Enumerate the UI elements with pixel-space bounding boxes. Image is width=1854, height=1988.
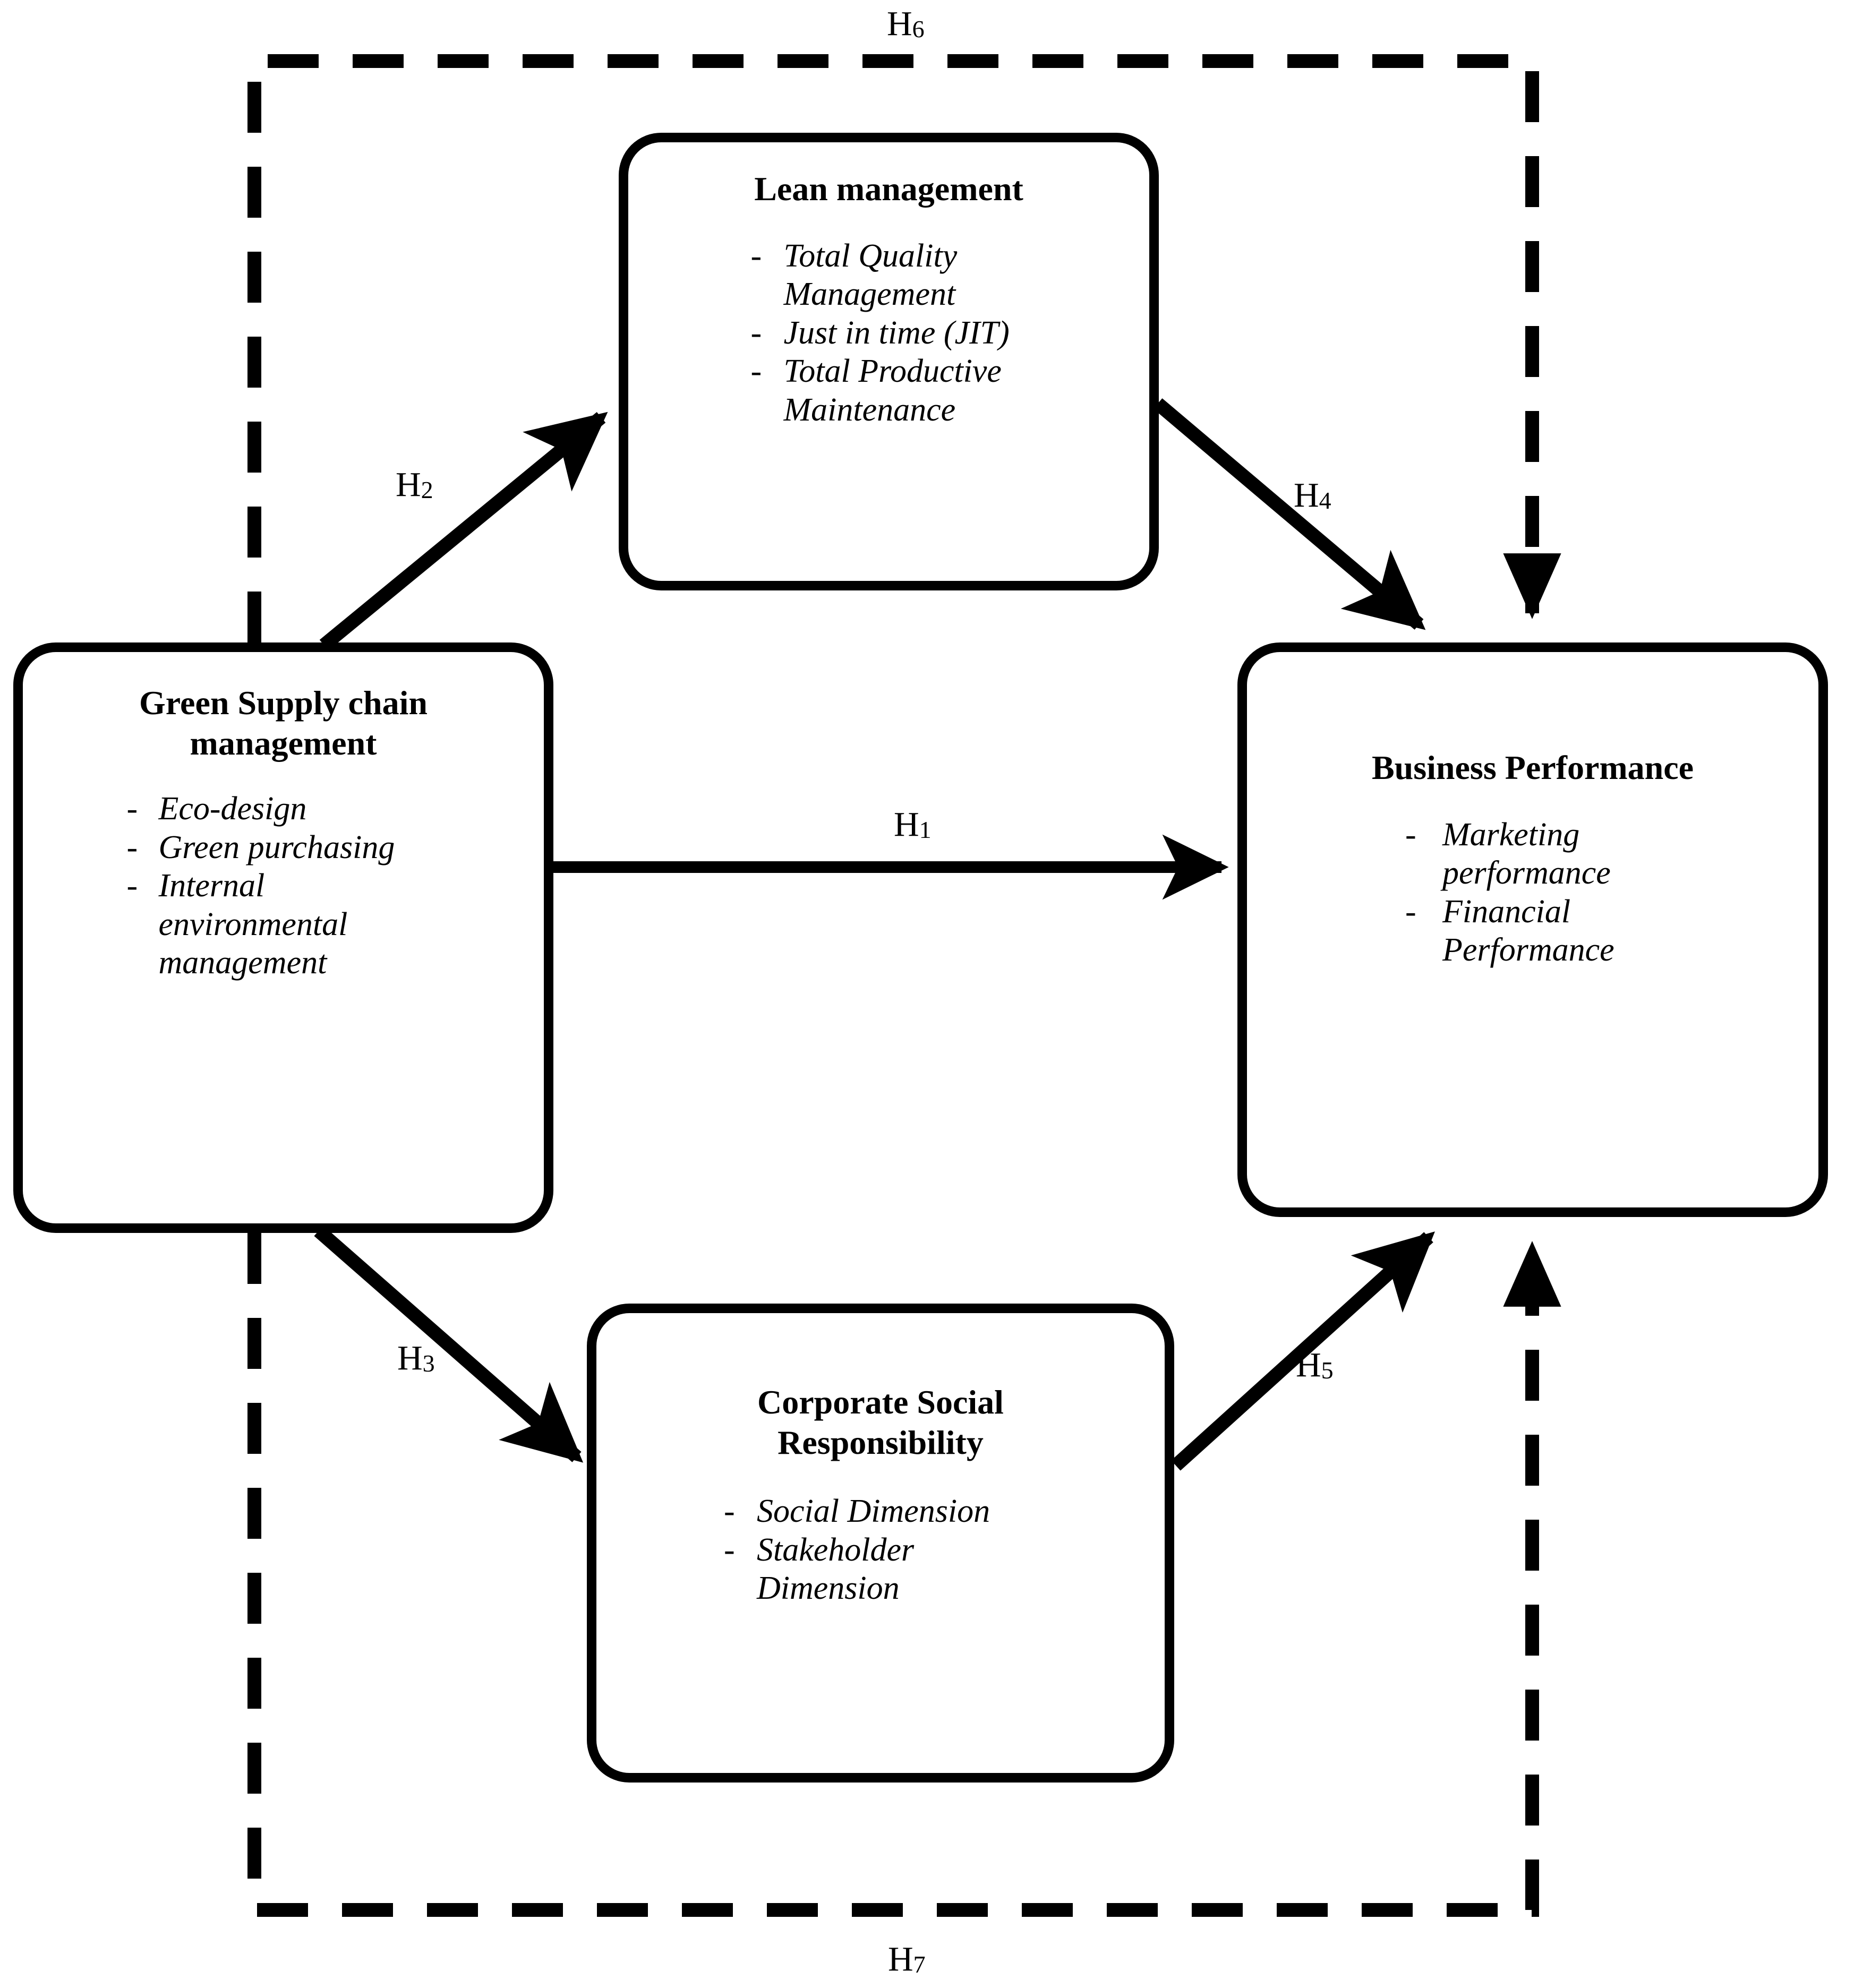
connector-h6 [247,54,1561,642]
list-item-label: Financial Performance [1442,893,1614,969]
list-item-label: Social Dimension [757,1493,990,1530]
hypothesis-prefix: H [888,1940,913,1978]
hypothesis-index: 3 [422,1350,435,1377]
bullet-dash: - [126,868,138,904]
node-title: Business Performance [1371,749,1694,786]
node-corporate-social-responsibility[interactable]: Corporate Social Responsibility - Social… [587,1304,1174,1783]
connector-h7 [247,1233,1561,1917]
bullet-dash: - [126,829,138,866]
connector-h3 [314,1226,584,1463]
bullet-dash: - [750,237,762,274]
bullet-dash: - [724,1493,735,1530]
hypothesis-label-h6: H6 [887,6,925,41]
list-item-label: Stakeholder Dimension [757,1531,915,1607]
hypothesis-prefix: H [396,465,421,504]
hypothesis-index: 5 [1321,1357,1334,1384]
hypothesis-label-h7: H7 [888,1942,926,1977]
hypothesis-prefix: H [1296,1346,1321,1384]
list-item: - Financial Performance [1405,893,1692,970]
connector-h2 [319,412,608,651]
hypothesis-label-h4: H4 [1294,478,1331,513]
hypothesis-label-h1: H1 [894,807,932,842]
hypothesis-prefix: H [887,4,912,43]
node-title: Green Supply chain management [139,684,428,762]
list-item: - Eco-design [127,790,462,828]
bullet-dash: - [750,353,762,390]
node-green-supply-chain-management[interactable]: Green Supply chain management - Eco-desi… [13,642,553,1233]
node-item-list: - Eco-design - Green purchasing - Intern… [127,790,462,982]
node-item-list: - Total Quality Management - Just in tim… [751,237,1048,430]
hypothesis-index: 6 [912,15,925,42]
list-item: - Just in time (JIT) [751,314,1048,353]
list-item: - Total Quality Management [751,237,1048,314]
node-lean-management[interactable]: Lean management - Total Quality Manageme… [619,133,1159,590]
hypothesis-label-h3: H3 [397,1341,435,1376]
list-item-label: Eco-design [158,791,307,827]
hypothesis-prefix: H [397,1339,423,1377]
hypothesis-index: 1 [919,816,932,843]
list-item-label: Total Productive Maintenance [783,353,1002,428]
connector-h4 [1153,398,1426,630]
list-item: - Social Dimension [724,1492,1053,1531]
hypothesis-prefix: H [894,805,919,844]
hypothesis-index: 4 [1319,487,1331,514]
list-item: - Total Productive Maintenance [751,352,1048,429]
list-item: - Internal environmental management [127,867,462,982]
node-title: Lean management [754,170,1023,208]
node-business-performance[interactable]: Business Performance - Marketing perform… [1237,642,1828,1217]
list-item-label: Marketing performance [1442,816,1611,892]
bullet-dash: - [724,1531,735,1568]
list-item-label: Green purchasing [158,829,395,866]
list-item: - Marketing performance [1405,816,1692,893]
hypothesis-prefix: H [1294,476,1319,515]
list-item-label: Total Quality Management [783,237,958,313]
bullet-dash: - [750,314,762,351]
bullet-dash: - [126,791,138,827]
list-item-label: Just in time (JIT) [783,314,1010,351]
bullet-dash: - [1405,816,1416,853]
node-title: Corporate Social Responsibility [757,1383,1004,1461]
node-item-list: - Social Dimension - Stakeholder Dimensi… [724,1492,1053,1608]
hypothesis-index: 7 [913,1951,926,1978]
hypothesis-label-h5: H5 [1296,1348,1334,1383]
hypothesis-index: 2 [421,476,433,503]
hypothesis-label-h2: H2 [396,467,433,502]
node-item-list: - Marketing performance - Financial Perf… [1405,816,1692,970]
connector-h5 [1171,1231,1435,1471]
bullet-dash: - [1405,893,1416,930]
list-item: - Green purchasing [127,828,462,867]
list-item-label: Internal environmental management [158,868,348,981]
list-item: - Stakeholder Dimension [724,1531,1053,1608]
